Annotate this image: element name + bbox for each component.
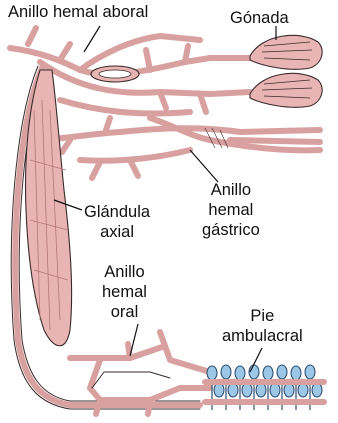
tube-feet <box>205 365 324 410</box>
gonad <box>250 35 322 107</box>
leader-aboral <box>84 26 100 52</box>
label-gastric-hemal-ring: Anillo hemal gástrico <box>202 180 260 240</box>
leader-oral <box>130 324 138 356</box>
label-axial-gland-line1: Glándula <box>84 202 150 222</box>
label-oral-line2: hemal <box>102 282 147 302</box>
label-gonad: Gónada <box>230 8 289 28</box>
label-gonad-text: Gónada <box>230 8 289 28</box>
label-oral-hemal-ring: Anillo hemal oral <box>102 262 147 322</box>
label-axial-gland: Glándula axial <box>84 202 150 242</box>
label-gastric-line1: Anillo <box>202 180 260 200</box>
label-gastric-line3: gástrico <box>202 220 260 240</box>
label-gastric-line2: hemal <box>202 200 260 220</box>
oral-hemal-ring <box>70 332 210 414</box>
label-aboral-hemal-ring: Anillo hemal aboral <box>8 2 148 22</box>
label-tube-feet: Pie ambulacral <box>222 306 303 346</box>
label-tube-feet-line2: ambulacral <box>222 326 303 346</box>
label-oral-line3: oral <box>102 302 147 322</box>
label-axial-gland-line2: axial <box>84 222 150 242</box>
label-tube-feet-line1: Pie <box>222 306 303 326</box>
axial-gland <box>26 70 72 346</box>
label-oral-line1: Anillo <box>102 262 147 282</box>
label-aboral-hemal-ring-text: Anillo hemal aboral <box>8 2 148 22</box>
gastric-hemal-ring <box>40 118 320 178</box>
leader-gastric <box>190 150 218 182</box>
